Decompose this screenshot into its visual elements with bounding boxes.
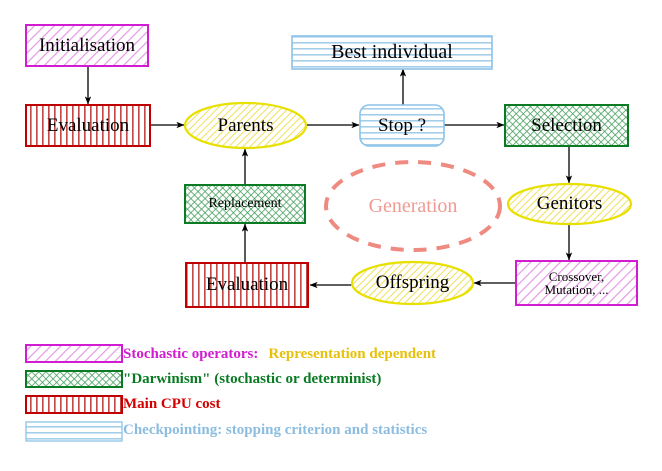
node-shape-selection[interactable] xyxy=(504,104,629,147)
legend-label-darwinism-0: "Darwinism" (stochastic or determinist) xyxy=(123,371,382,387)
node-shape-evaluation-bot[interactable] xyxy=(185,262,309,308)
legend-row-darwinism: "Darwinism" (stochastic or determinist) xyxy=(123,371,381,388)
node-shape-replacement[interactable] xyxy=(184,184,306,224)
node-shape-generation[interactable] xyxy=(324,160,502,252)
legend-label-stochastic-0: Stochastic operators: xyxy=(123,346,259,362)
legend-row-checkpoint: Checkpointing: stopping criterion and st… xyxy=(123,422,427,439)
legend-label-stochastic-1: Representation dependent xyxy=(268,346,437,362)
legend-swatches-layer xyxy=(25,344,123,442)
node-shape-initialisation[interactable] xyxy=(25,24,149,67)
legend-swatch-checkpoint xyxy=(25,421,123,442)
legend-label-cpu-0: Main CPU cost xyxy=(123,396,221,412)
legend-row-stochastic: Stochastic operators: Representation depe… xyxy=(123,346,436,363)
node-shape-evaluation-top[interactable] xyxy=(25,104,151,147)
legend-swatch-darwinism xyxy=(25,370,123,388)
legend-row-cpu: Main CPU cost xyxy=(123,396,221,413)
node-shape-best-individual[interactable] xyxy=(291,35,493,70)
node-shape-offspring[interactable] xyxy=(350,260,475,306)
node-shape-stop[interactable] xyxy=(359,104,445,147)
legend-swatch-stochastic xyxy=(25,344,123,363)
node-shape-parents[interactable] xyxy=(183,101,308,150)
edges-layer xyxy=(84,66,573,289)
nodes-layer xyxy=(25,24,638,308)
legend-label-checkpoint-0: Checkpointing: stopping criterion and st… xyxy=(123,422,428,438)
legend-swatch-cpu xyxy=(25,395,123,414)
node-shape-genitors[interactable] xyxy=(506,182,633,226)
node-shape-crossover[interactable] xyxy=(515,260,638,306)
